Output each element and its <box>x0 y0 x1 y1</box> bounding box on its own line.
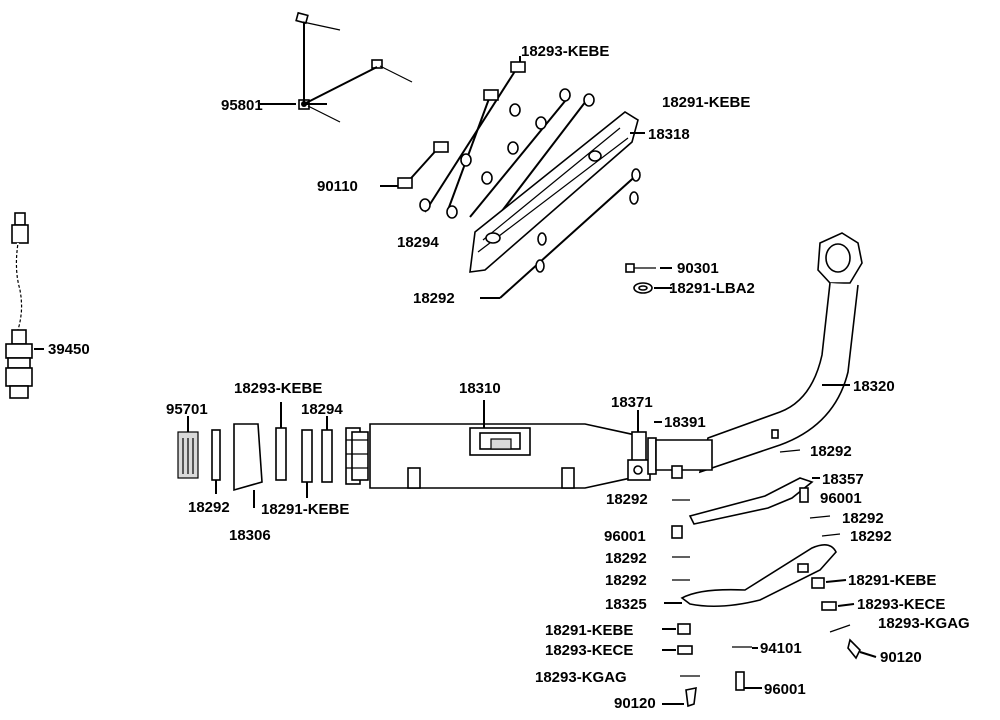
label-18292-top: 18292 <box>413 290 455 307</box>
label-18292-l3: 18292 <box>605 572 647 589</box>
ring-18294-left <box>321 416 333 483</box>
lower-shield-18325 <box>664 544 837 608</box>
label-18292-mid: 18292 <box>606 491 648 508</box>
label-18306: 18306 <box>229 527 271 544</box>
washer-18291-lba2 <box>633 282 672 294</box>
label-39450: 39450 <box>48 341 90 358</box>
label-18291-kebe-left: 18291-KEBE <box>261 501 349 518</box>
cone-18306 <box>233 423 263 508</box>
label-96001-bottom: 96001 <box>764 681 806 698</box>
label-18294-top: 18294 <box>397 234 439 251</box>
label-18293-kgag-right: 18293-KGAG <box>878 615 970 632</box>
label-18292-left: 18292 <box>188 499 230 516</box>
label-18371: 18371 <box>611 394 653 411</box>
muffler-18310 <box>345 400 641 489</box>
label-18292-r3: 18292 <box>850 528 892 545</box>
head-pipe-18320 <box>698 232 863 474</box>
label-18293-kece-bottom: 18293-KECE <box>545 642 633 659</box>
label-90110: 90110 <box>317 178 358 195</box>
label-90301: 90301 <box>677 260 719 277</box>
plate-18293-left <box>275 402 287 481</box>
label-18291-kebe-right: 18291-KEBE <box>848 572 936 589</box>
label-18294-left: 18294 <box>301 401 343 418</box>
label-18325: 18325 <box>605 596 647 613</box>
label-18310: 18310 <box>459 380 501 397</box>
label-96001-left: 96001 <box>604 528 646 545</box>
heat-shield-18318 <box>469 111 645 273</box>
label-18291-kebe-bottom: 18291-KEBE <box>545 622 633 639</box>
label-90120-bottom: 90120 <box>614 695 656 712</box>
label-18292-r2: 18292 <box>842 510 884 527</box>
label-18292-r1: 18292 <box>810 443 852 460</box>
label-95801: 95801 <box>221 97 263 114</box>
bolt-90301 <box>625 263 672 273</box>
label-95701: 95701 <box>166 401 208 418</box>
label-18293-kgag-bottom: 18293-KGAG <box>535 669 627 686</box>
mid-pipe <box>655 439 713 479</box>
plate-18291-left <box>301 429 313 498</box>
label-18293-kece-right: 18293-KECE <box>857 596 945 613</box>
label-18391: 18391 <box>664 414 706 431</box>
label-18318: 18318 <box>648 126 690 143</box>
label-18320: 18320 <box>853 378 895 395</box>
label-94101: 94101 <box>760 640 802 657</box>
label-96001-right: 96001 <box>820 490 862 507</box>
label-18292-l2: 18292 <box>605 550 647 567</box>
label-18357: 18357 <box>822 471 864 488</box>
bolts-95801 <box>260 11 413 123</box>
lower-shield-fasteners <box>677 577 861 708</box>
label-18293-kebe-left: 18293-KEBE <box>234 380 322 397</box>
end-cap-95701 <box>177 416 199 479</box>
small-bolts-right <box>671 449 841 581</box>
label-18293-kebe-top: 18293-KEBE <box>521 43 609 60</box>
label-18291-kebe-top: 18291-KEBE <box>662 94 750 111</box>
gasket-18292-left <box>211 429 221 494</box>
washers-18292-top <box>480 168 641 299</box>
label-90120-right: 90120 <box>880 649 922 666</box>
label-18291-lba2: 18291-LBA2 <box>669 280 755 297</box>
heat-shield-screws <box>380 56 595 225</box>
oxygen-sensor <box>5 212 44 399</box>
clamp-18371 <box>627 410 651 481</box>
